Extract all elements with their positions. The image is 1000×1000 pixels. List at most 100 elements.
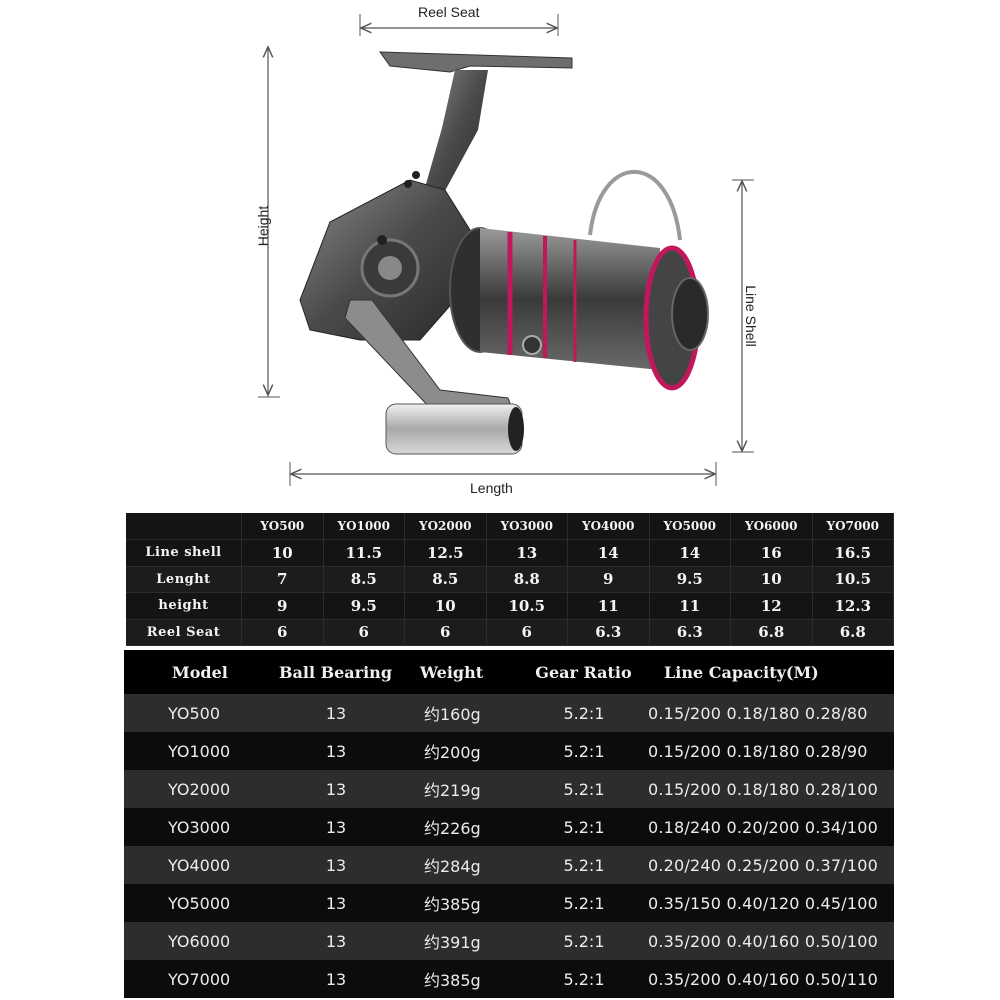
spec-ball-bearing: 13 <box>256 732 416 770</box>
dim-cell: 8.8 <box>486 566 568 593</box>
dim-cell: 6 <box>241 619 324 646</box>
spec-ball-bearing: 13 <box>256 808 416 846</box>
dim-col-header: YO500 <box>241 513 324 540</box>
spec-model: YO1000 <box>124 732 256 770</box>
dim-cell: 11 <box>567 592 650 620</box>
dim-cell: 10 <box>241 539 324 567</box>
spec-header-line-capacity: Line Capacity(M) <box>642 650 894 694</box>
dim-cell: 14 <box>649 539 731 567</box>
spec-row: YO4000 13 约284g 5.2:1 0.20/240 0.25/200 … <box>124 846 894 884</box>
dim-row-reel-seat: Reel Seat 6 6 6 6 6.3 6.3 6.8 6.8 <box>126 619 894 646</box>
reel-seat-arrow <box>359 14 559 36</box>
spec-gear-ratio: 5.2:1 <box>526 884 642 922</box>
dim-cell: 6.8 <box>730 619 813 646</box>
length-label: Length <box>470 480 513 496</box>
spec-row: YO2000 13 约219g 5.2:1 0.15/200 0.18/180 … <box>124 770 894 808</box>
dim-col-header: YO5000 <box>649 513 731 540</box>
spec-line-capacity: 0.35/200 0.40/160 0.50/110 <box>642 960 894 998</box>
dim-cell: 12 <box>730 592 813 620</box>
spec-gear-ratio: 5.2:1 <box>526 694 642 732</box>
spec-row: YO6000 13 约391g 5.2:1 0.35/200 0.40/160 … <box>124 922 894 960</box>
spec-line-capacity: 0.15/200 0.18/180 0.28/90 <box>642 732 894 770</box>
dim-cell: 9 <box>567 566 650 593</box>
spec-model: YO5000 <box>124 884 256 922</box>
reel-seat-label: Reel Seat <box>418 4 480 20</box>
spec-ball-bearing: 13 <box>256 694 416 732</box>
dim-cell: 11 <box>649 592 731 620</box>
spec-row: YO1000 13 约200g 5.2:1 0.15/200 0.18/180 … <box>124 732 894 770</box>
spec-line-capacity: 0.20/240 0.25/200 0.37/100 <box>642 846 894 884</box>
spec-line-capacity: 0.18/240 0.20/200 0.34/100 <box>642 808 894 846</box>
height-label: Height <box>255 205 272 247</box>
line-shell-arrow <box>732 179 754 453</box>
dim-row-height: height 9 9.5 10 10.5 11 11 12 12.3 <box>126 592 894 620</box>
dim-cell: 9 <box>241 592 324 620</box>
spec-weight: 约385g <box>416 884 526 922</box>
height-arrow <box>258 48 280 398</box>
dim-row-label: height <box>126 592 242 620</box>
fishing-reel-illustration <box>299 51 709 455</box>
spec-model: YO4000 <box>124 846 256 884</box>
spec-header-gear-ratio: Gear Ratio <box>526 650 642 694</box>
reel-product-image <box>258 14 754 486</box>
dim-row-length: Lenght 7 8.5 8.5 8.8 9 9.5 10 10.5 <box>126 566 894 593</box>
dim-cell: 6 <box>323 619 405 646</box>
dimension-table-header-row: YO500 YO1000 YO2000 YO3000 YO4000 YO5000… <box>126 513 894 540</box>
spec-row: YO3000 13 约226g 5.2:1 0.18/240 0.20/200 … <box>124 808 894 846</box>
spec-table-header-row: Model Ball Bearing Weight Gear Ratio Lin… <box>124 650 894 694</box>
dim-col-header: YO2000 <box>404 513 487 540</box>
spec-ball-bearing: 13 <box>256 922 416 960</box>
dim-cell: 11.5 <box>323 539 405 567</box>
spec-gear-ratio: 5.2:1 <box>526 846 642 884</box>
spec-weight: 约391g <box>416 922 526 960</box>
length-arrow <box>289 462 717 486</box>
dimension-table: YO500 YO1000 YO2000 YO3000 YO4000 YO5000… <box>126 513 894 646</box>
spec-header-weight: Weight <box>416 650 526 694</box>
spec-ball-bearing: 13 <box>256 846 416 884</box>
dim-cell: 6.8 <box>812 619 894 646</box>
dim-row-label: Lenght <box>126 566 242 593</box>
dim-cell: 10 <box>730 566 813 593</box>
dim-cell: 9.5 <box>649 566 731 593</box>
dim-cell: 6 <box>404 619 487 646</box>
dim-col-header: YO4000 <box>567 513 650 540</box>
dim-cell: 10 <box>404 592 487 620</box>
dim-row-label: Reel Seat <box>126 619 242 646</box>
dim-cell: 10.5 <box>812 566 894 593</box>
spec-weight: 约226g <box>416 808 526 846</box>
spec-model: YO3000 <box>124 808 256 846</box>
dim-cell: 6.3 <box>649 619 731 646</box>
spec-ball-bearing: 13 <box>256 960 416 998</box>
spec-weight: 约284g <box>416 846 526 884</box>
specification-table: Model Ball Bearing Weight Gear Ratio Lin… <box>124 650 894 998</box>
dim-cell: 6.3 <box>567 619 650 646</box>
dim-cell: 7 <box>241 566 324 593</box>
spec-weight: 约219g <box>416 770 526 808</box>
dim-cell: 12.5 <box>404 539 487 567</box>
dim-cell: 8.5 <box>404 566 487 593</box>
spec-weight: 约385g <box>416 960 526 998</box>
dim-cell: 10.5 <box>486 592 568 620</box>
spec-model: YO2000 <box>124 770 256 808</box>
dim-row-label: Line shell <box>126 539 242 567</box>
spec-line-capacity: 0.35/150 0.40/120 0.45/100 <box>642 884 894 922</box>
spec-header-ball-bearing: Ball Bearing <box>256 650 416 694</box>
spec-gear-ratio: 5.2:1 <box>526 922 642 960</box>
dim-cell: 16.5 <box>812 539 894 567</box>
dim-col-header: YO7000 <box>812 513 894 540</box>
spec-line-capacity: 0.35/200 0.40/160 0.50/100 <box>642 922 894 960</box>
dim-col-header: YO1000 <box>323 513 405 540</box>
dim-col-header: YO3000 <box>486 513 568 540</box>
spec-model: YO7000 <box>124 960 256 998</box>
spec-ball-bearing: 13 <box>256 770 416 808</box>
spec-gear-ratio: 5.2:1 <box>526 808 642 846</box>
spec-weight: 约160g <box>416 694 526 732</box>
dimension-table-corner <box>126 513 242 540</box>
dim-cell: 13 <box>486 539 568 567</box>
dim-cell: 8.5 <box>323 566 405 593</box>
spec-gear-ratio: 5.2:1 <box>526 732 642 770</box>
spec-header-model: Model <box>124 650 256 694</box>
line-shell-label: Line Shell <box>742 285 759 347</box>
spec-line-capacity: 0.15/200 0.18/180 0.28/100 <box>642 770 894 808</box>
spec-row: YO5000 13 约385g 5.2:1 0.35/150 0.40/120 … <box>124 884 894 922</box>
